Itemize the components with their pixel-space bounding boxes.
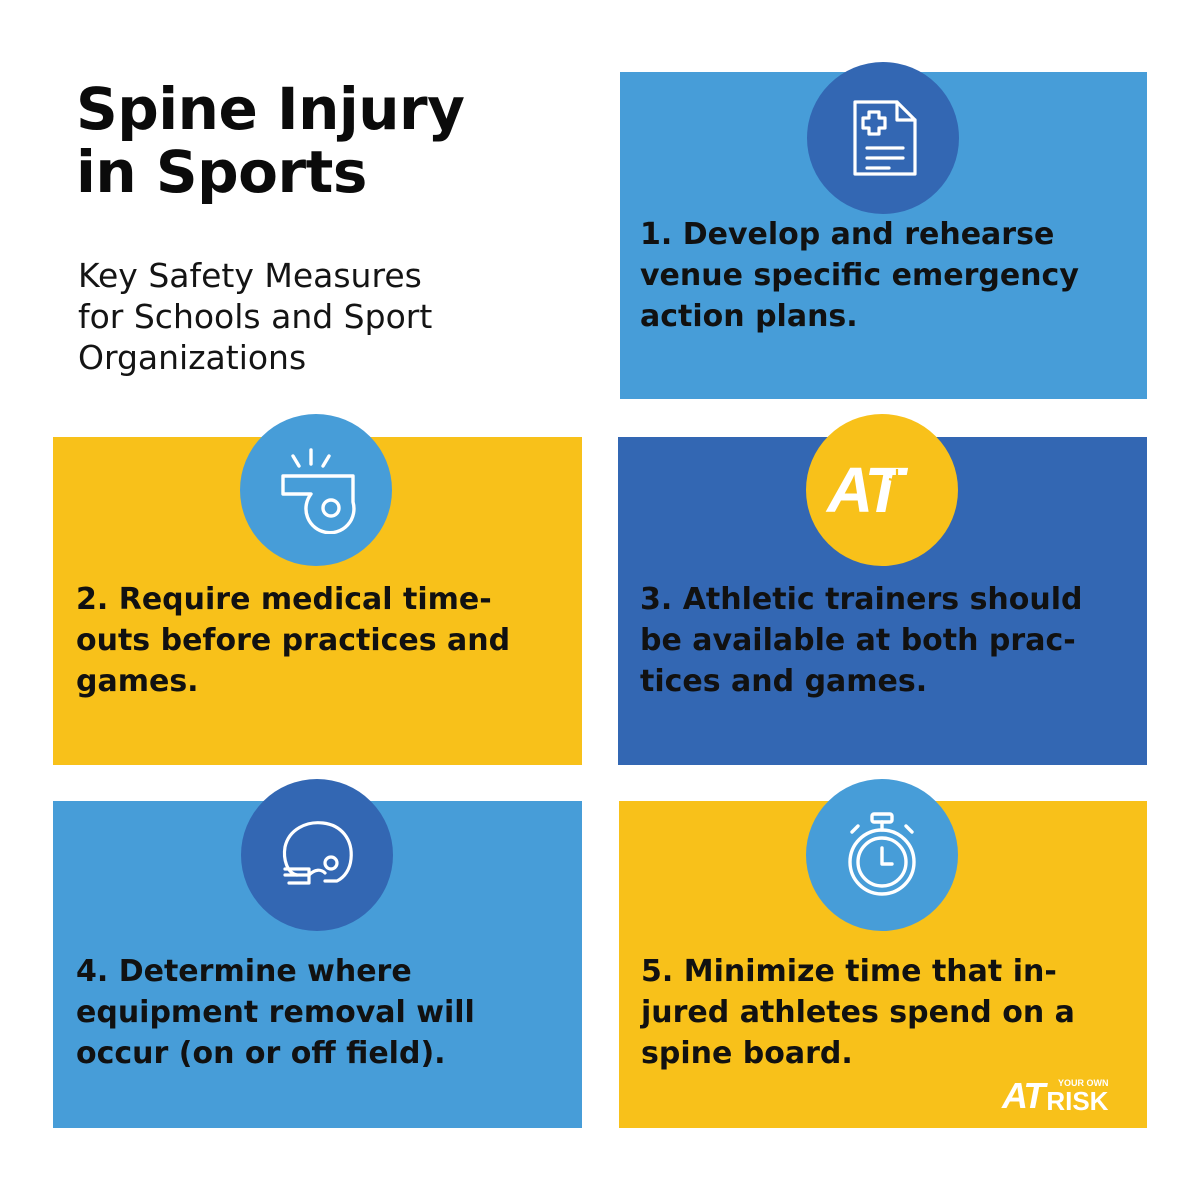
athletic-trainer-logo-icon: AT [806, 414, 958, 566]
logo-risk-text: RISK [1046, 1086, 1109, 1116]
card-medical-timeouts: 2. Require medical time- outs before pra… [53, 437, 582, 765]
card-text: 5. Minimize time that in- jured athletes… [641, 954, 1075, 1072]
logo-your-own-text: YOUR OWN [1057, 1078, 1109, 1088]
football-helmet-icon [241, 779, 393, 931]
page-title: Spine Injury in Sports [76, 75, 465, 206]
card-text: 2. Require medical time- outs before pra… [76, 582, 511, 700]
at-your-own-risk-logo: AT YOUR OWN RISK [1002, 1075, 1109, 1116]
card-text: 1. Develop and rehearse venue specific e… [640, 217, 1079, 335]
card-text: 3. Athletic trainers should be available… [640, 582, 1083, 700]
at-badge-text: AT [827, 454, 904, 526]
card-text: 4. Determine where equipment removal wil… [76, 954, 475, 1072]
stopwatch-icon [806, 779, 958, 931]
medical-document-icon [807, 62, 959, 214]
logo-at-text: AT [1002, 1075, 1045, 1116]
page-subtitle: Key Safety Measures for Schools and Spor… [78, 256, 433, 377]
whistle-icon [240, 414, 392, 566]
